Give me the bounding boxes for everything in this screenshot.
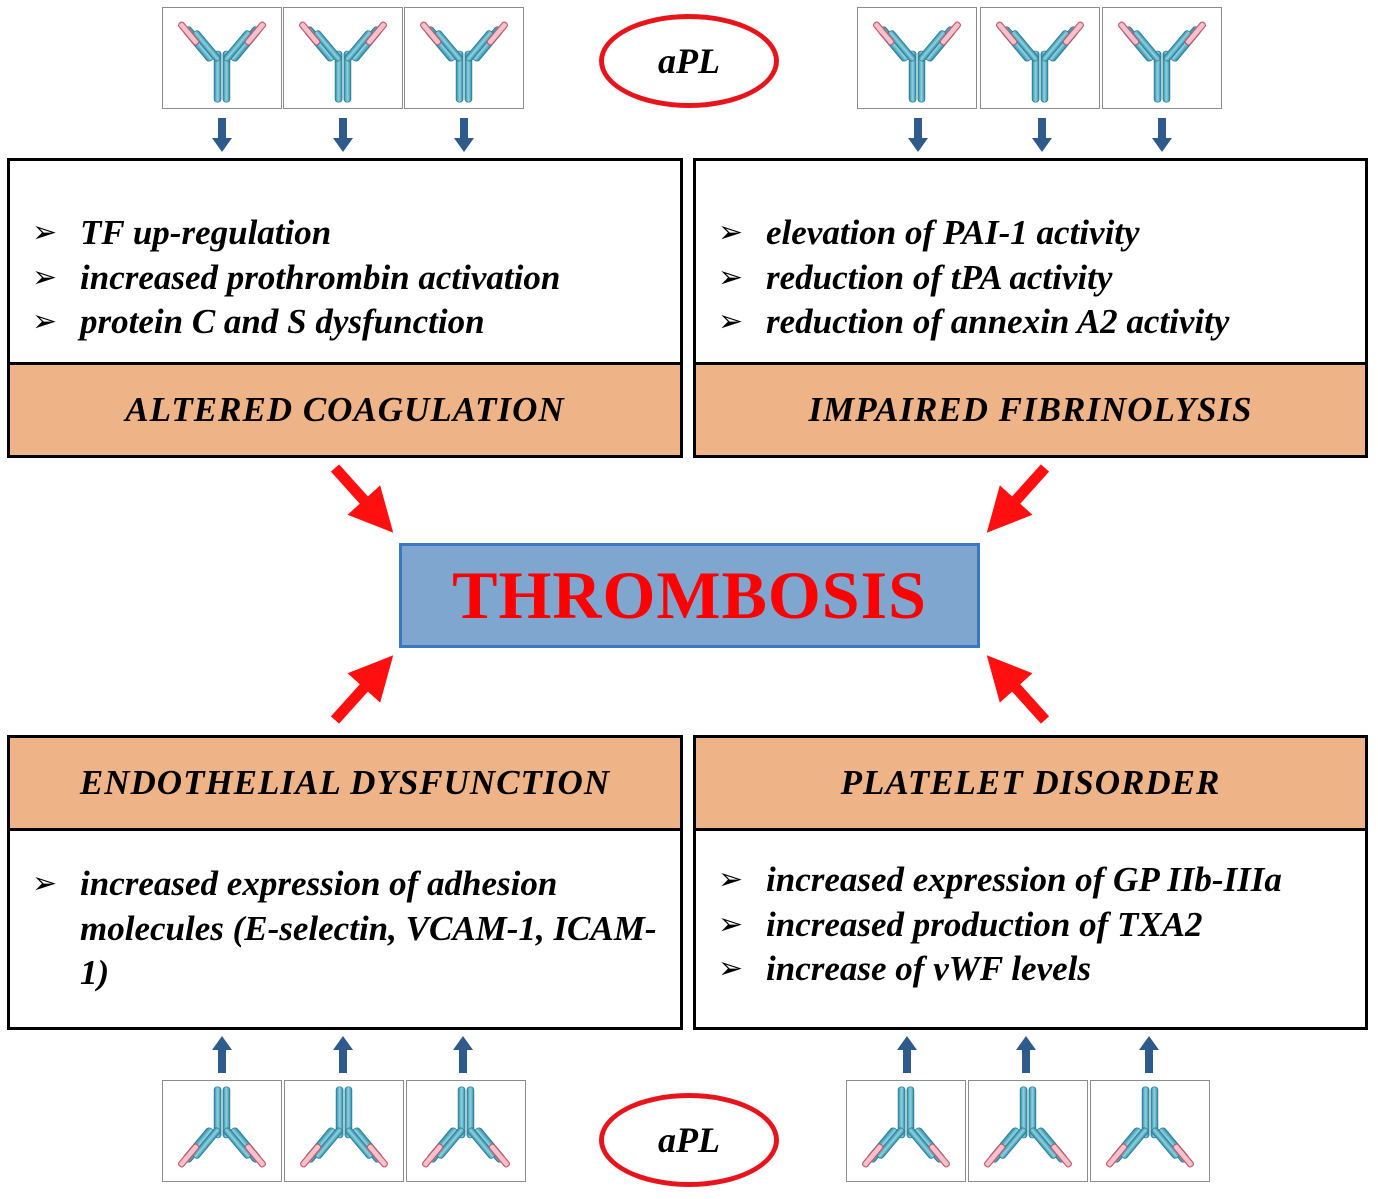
antibody-icon: [1090, 1080, 1210, 1182]
apl-label: aPL: [658, 41, 720, 81]
list-item: ➢increased expression of adhesion molecu…: [32, 864, 657, 992]
arrow-platelet-to-thrombosis: [986, 655, 1050, 724]
antibody-icon: [846, 1080, 966, 1182]
list-item: ➢increased expression of GP IIb-IIIa: [718, 858, 1355, 903]
panel-platelet-disorder: PLATELET DISORDER ➢increased expression …: [693, 735, 1368, 1030]
arrowhead-bullet-icon: ➢: [718, 259, 744, 295]
apl-label: aPL: [658, 1120, 720, 1160]
panel-title: ENDOTHELIAL DYSFUNCTION: [10, 738, 680, 831]
down-arrow-icon: [212, 118, 232, 152]
antibody-icon: [968, 1080, 1088, 1182]
arrowhead-bullet-icon: ➢: [718, 862, 744, 897]
up-arrows-bottom: [212, 1036, 1159, 1073]
up-arrow-icon: [453, 1036, 473, 1073]
down-arrow-icon: [908, 118, 928, 152]
bullet-list: ➢increased expression of adhesion molecu…: [32, 862, 670, 996]
up-arrow-icon: [1139, 1036, 1159, 1073]
arrowhead-bullet-icon: ➢: [718, 906, 744, 942]
panel-altered-coagulation: ➢TF up-regulation ➢increased prothrombin…: [7, 158, 683, 458]
up-arrow-icon: [212, 1036, 232, 1073]
arrow-coagulation-to-thrombosis: [330, 464, 394, 533]
arrow-endothelial-to-thrombosis: [330, 655, 394, 724]
list-item: ➢protein C and S dysfunction: [32, 300, 670, 345]
bullet-list: ➢TF up-regulation ➢increased prothrombin…: [32, 211, 670, 345]
bullet-list: ➢elevation of PAI-1 activity ➢reduction …: [718, 211, 1355, 345]
list-item: ➢increase of vWF levels: [718, 947, 1355, 992]
arrowhead-bullet-icon: ➢: [32, 866, 58, 901]
list-item: ➢increased production of TXA2: [718, 903, 1355, 948]
antibody-icon: [857, 7, 977, 109]
antibody-icon: [284, 1080, 404, 1182]
up-arrow-icon: [1016, 1036, 1036, 1073]
down-arrow-icon: [454, 118, 474, 152]
list-item: ➢reduction of annexin A2 activity: [718, 300, 1355, 345]
apl-oval-top: aPL: [599, 14, 779, 108]
thrombosis-box: THROMBOSIS: [399, 543, 980, 648]
arrow-fibrinolysis-to-thrombosis: [986, 464, 1050, 533]
antibody-icon: [980, 7, 1100, 109]
panel-impaired-fibrinolysis: ➢elevation of PAI-1 activity ➢reduction …: [693, 158, 1368, 458]
down-arrow-icon: [1032, 118, 1052, 152]
antibody-icon: [283, 7, 403, 109]
up-arrow-icon: [897, 1036, 917, 1073]
panel-endothelial-dysfunction: ENDOTHELIAL DYSFUNCTION ➢increased expre…: [7, 735, 683, 1030]
down-arrows-top: [212, 118, 1172, 152]
list-item: ➢TF up-regulation: [32, 211, 670, 256]
arrowhead-bullet-icon: ➢: [32, 304, 58, 339]
antibody-icon: [404, 7, 524, 109]
list-item: ➢elevation of PAI-1 activity: [718, 211, 1355, 256]
arrowhead-bullet-icon: ➢: [718, 951, 744, 986]
panel-title: PLATELET DISORDER: [696, 738, 1365, 831]
down-arrow-icon: [333, 118, 353, 152]
arrowhead-bullet-icon: ➢: [32, 215, 58, 250]
down-arrow-icon: [1152, 118, 1172, 152]
arrowhead-bullet-icon: ➢: [718, 215, 744, 250]
arrowhead-bullet-icon: ➢: [718, 304, 744, 339]
panel-title: IMPAIRED FIBRINOLYSIS: [696, 362, 1365, 455]
antibody-icon: [1102, 7, 1222, 109]
up-arrow-icon: [333, 1036, 353, 1073]
list-item: ➢reduction of tPA activity: [718, 256, 1355, 301]
thrombosis-label: THROMBOSIS: [452, 557, 927, 633]
list-item: ➢increased prothrombin activation: [32, 256, 670, 301]
arrowhead-bullet-icon: ➢: [32, 259, 58, 295]
antibody-icon: [162, 7, 282, 109]
antibody-icon: [406, 1080, 526, 1182]
panel-title: ALTERED COAGULATION: [10, 362, 680, 455]
antibody-icon: [162, 1080, 282, 1182]
apl-oval-bottom: aPL: [599, 1093, 779, 1187]
bullet-list: ➢increased expression of GP IIb-IIIa ➢in…: [718, 858, 1355, 992]
